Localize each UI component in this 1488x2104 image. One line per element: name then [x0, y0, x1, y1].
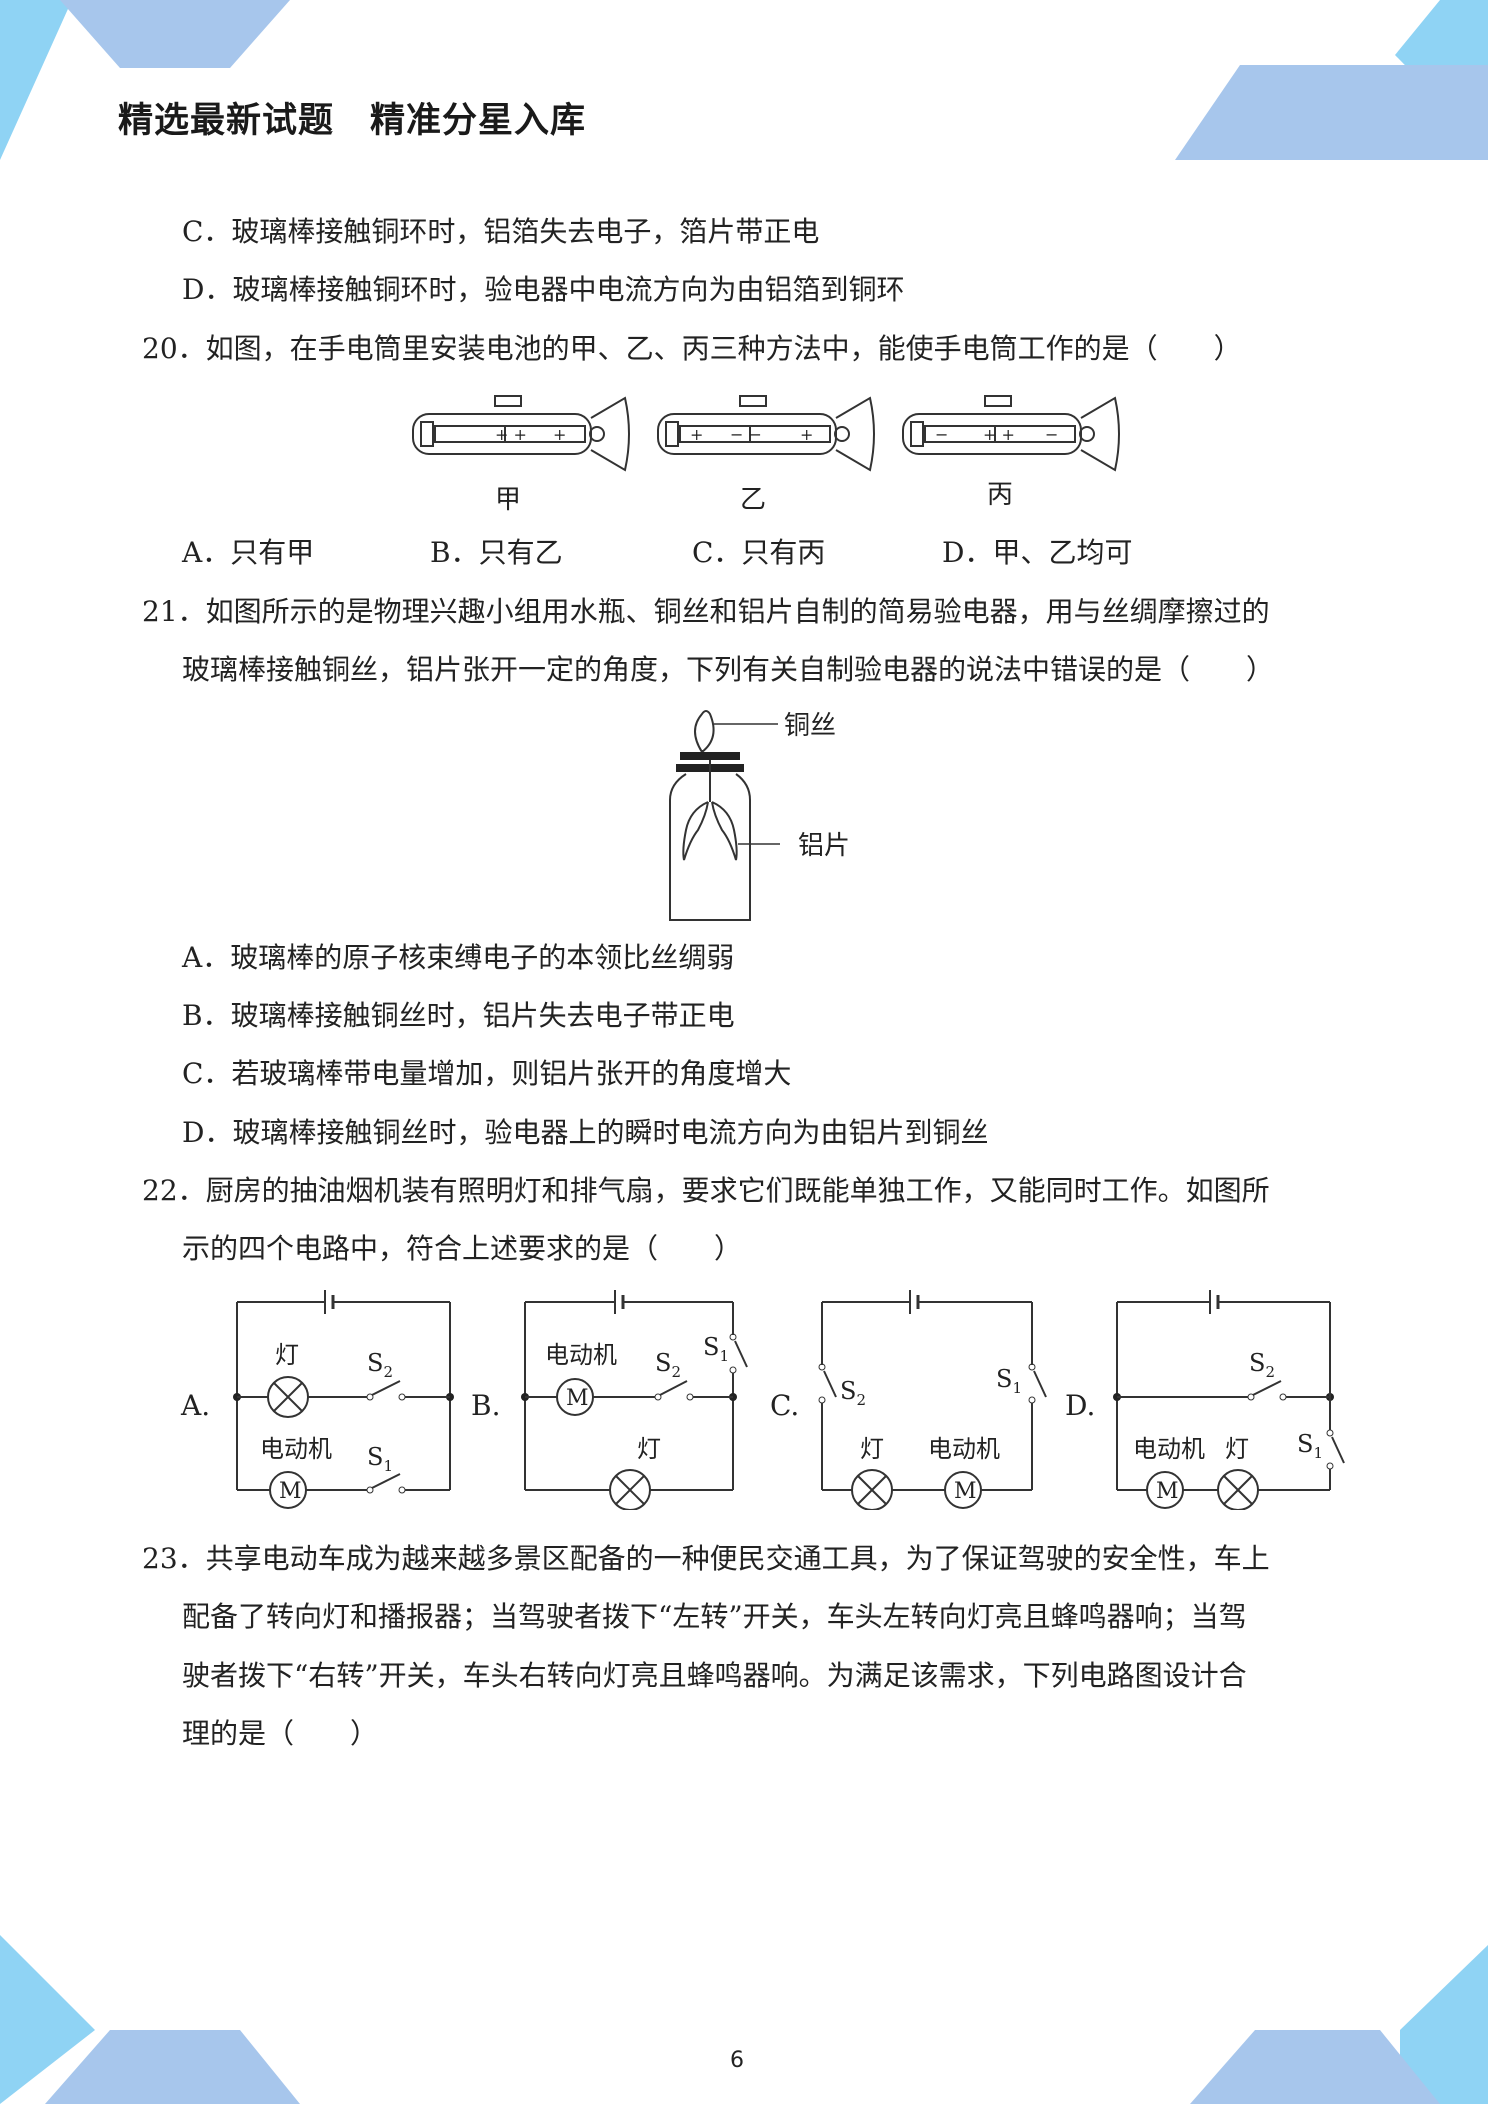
switch-label: S1: [1297, 1430, 1323, 1462]
switch-label: S1: [996, 1365, 1022, 1397]
label-jia: 甲: [495, 485, 521, 515]
svg-text:+ +: + +: [983, 425, 1015, 444]
q20-stem: 20．如图，在手电筒里安装电池的甲、乙、丙三种方法中，能使手电筒工作的是（ ）: [142, 332, 1242, 365]
switch-letter: S: [367, 1349, 383, 1377]
q21-stem-line1: 21．如图所示的是物理兴趣小组用水瓶、铜丝和铝片自制的简易验电器，用与丝绸摩擦过…: [142, 595, 1270, 628]
corner-decoration-bottom-left-band: [45, 2030, 300, 2104]
flashlight-bing: − + + −: [902, 395, 1120, 472]
corner-decoration-bottom-right: [1400, 1945, 1488, 2104]
corner-decoration-bottom-left: [0, 1935, 95, 2104]
circuit-d-letter: D.: [1065, 1389, 1095, 1422]
label-yi: 乙: [740, 485, 766, 515]
q21-stem-line2: 玻璃棒接触铜丝，铝片张开一定的角度，下列有关自制验电器的说法中错误的是（ ）: [182, 653, 1275, 686]
switch-label: S2: [840, 1377, 866, 1409]
q20-flashlight-figure: + + + + − − + − + + − 甲 乙 丙: [412, 395, 1120, 515]
circuit-a: A. 灯 S2 M 电动机 S1: [180, 1290, 454, 1509]
header-title-2: 精准分星入库: [370, 101, 587, 141]
switch-subscript: 1: [383, 1457, 393, 1475]
q21-electroscope-figure: 铜丝 铝片: [669, 710, 850, 921]
switch-letter: S: [996, 1365, 1012, 1393]
q20-option-d: D．甲、乙均可: [942, 536, 1133, 569]
corner-decoration-bottom-right-band: [1190, 2030, 1440, 2104]
q23-line1: 23．共享电动车成为越来越多景区配备的一种便民交通工具，为了保证驾驶的安全性，车…: [142, 1542, 1270, 1575]
q20-option-a: A．只有甲: [182, 536, 315, 569]
switch-label: S2: [655, 1349, 681, 1381]
lamp-label: 灯: [275, 1341, 299, 1369]
q21-option-b: B．玻璃棒接触铜丝时，铝片失去电子带正电: [182, 999, 735, 1032]
switch-letter: S: [703, 1333, 719, 1361]
circuit-b-letter: B.: [471, 1389, 500, 1422]
svg-text:+: +: [800, 425, 813, 444]
svg-text:+: +: [553, 425, 566, 444]
motor-symbol: M: [566, 1386, 589, 1411]
q22-stem-line1: 22．厨房的抽油烟机装有照明灯和排气扇，要求它们既能单独工作，又能同时工作。如图…: [142, 1174, 1270, 1207]
motor-label: 电动机: [1133, 1435, 1205, 1463]
circuit-c: C. S2 S1 M 灯 电动机: [770, 1290, 1047, 1510]
lamp-label: 灯: [637, 1435, 661, 1463]
switch-letter: S: [1297, 1430, 1313, 1458]
switch-letter: S: [367, 1443, 383, 1471]
switch-label: S2: [1249, 1349, 1275, 1381]
svg-text:−: −: [1045, 425, 1058, 444]
switch-letter: S: [1249, 1349, 1265, 1377]
svg-text:− −: − −: [730, 425, 762, 444]
circuit-d: D. S2 S1 M 电动机 灯: [1065, 1290, 1345, 1510]
switch-subscript: 2: [856, 1391, 866, 1409]
q23-line2: 配备了转向灯和播报器；当驾驶者拨下“左转”开关，车头左转向灯亮且蜂鸣器响；当驾: [182, 1600, 1247, 1633]
lamp-label: 灯: [860, 1435, 884, 1463]
motor-symbol: M: [954, 1479, 977, 1504]
motor-label: 电动机: [928, 1435, 1000, 1463]
svg-text:−: −: [935, 425, 948, 444]
corner-decoration-top-left-band: [60, 0, 290, 68]
q19-option-c: C．玻璃棒接触铜环时，铝箔失去电子，箔片带正电: [182, 215, 820, 248]
lamp-label: 灯: [1225, 1435, 1249, 1463]
page-header: 精选最新试题精准分星入库: [118, 92, 622, 143]
switch-label: S1: [367, 1443, 393, 1475]
switch-subscript: 1: [1313, 1444, 1323, 1462]
page-number: 6: [730, 2048, 744, 2073]
motor-symbol: M: [1156, 1479, 1179, 1504]
q21-option-a: A．玻璃棒的原子核束缚电子的本领比丝绸弱: [182, 941, 735, 974]
motor-label: 电动机: [545, 1341, 617, 1369]
label-bing: 丙: [987, 480, 1013, 510]
q19-option-d: D．玻璃棒接触铜环时，验电器中电流方向为由铝箔到铜环: [182, 273, 905, 306]
circuit-b: B. S1 M 电动机 S2 灯: [471, 1290, 748, 1510]
switch-letter: S: [840, 1377, 856, 1405]
motor-label: 电动机: [260, 1435, 332, 1463]
header-title-1: 精选最新试题: [118, 101, 335, 141]
corner-decoration-top-left: [0, 0, 72, 160]
switch-subscript: 1: [719, 1347, 729, 1365]
switch-label: S2: [367, 1349, 393, 1381]
corner-decoration-top-right-band: [1175, 65, 1488, 160]
switch-letter: S: [655, 1349, 671, 1377]
switch-subscript: 2: [671, 1363, 681, 1381]
circuit-a-letter: A.: [180, 1389, 210, 1422]
switch-subscript: 2: [1265, 1363, 1275, 1381]
q22-stem-line2: 示的四个电路中，符合上述要求的是（ ）: [182, 1232, 743, 1265]
q20-option-b: B．只有乙: [430, 536, 563, 569]
switch-label: S1: [703, 1333, 729, 1365]
copper-wire-label: 铜丝: [784, 711, 836, 741]
q22-circuits-figure: A. 灯 S2 M 电动机 S1 B.: [180, 1290, 1345, 1510]
switch-subscript: 2: [383, 1363, 393, 1381]
svg-text:+: +: [690, 425, 703, 444]
q21-option-d: D．玻璃棒接触铜丝时，验电器上的瞬时电流方向为由铝片到铜丝: [182, 1116, 989, 1149]
svg-text:+ +: + +: [495, 425, 527, 444]
q23-line4: 理的是（ ）: [182, 1717, 379, 1750]
q23-line3: 驶者拨下“右转”开关，车头右转向灯亮且蜂鸣器响。为满足该需求，下列电路图设计合: [182, 1659, 1247, 1692]
aluminum-foil-label: 铝片: [798, 831, 850, 861]
q21-option-c: C．若玻璃棒带电量增加，则铝片张开的角度增大: [182, 1057, 792, 1090]
flashlight-jia: + + +: [412, 395, 630, 472]
circuit-c-letter: C.: [770, 1389, 799, 1422]
flashlight-yi: + − − +: [657, 395, 875, 472]
q20-option-c: C．只有丙: [692, 536, 826, 569]
switch-subscript: 1: [1012, 1379, 1022, 1397]
motor-symbol: M: [279, 1479, 302, 1504]
